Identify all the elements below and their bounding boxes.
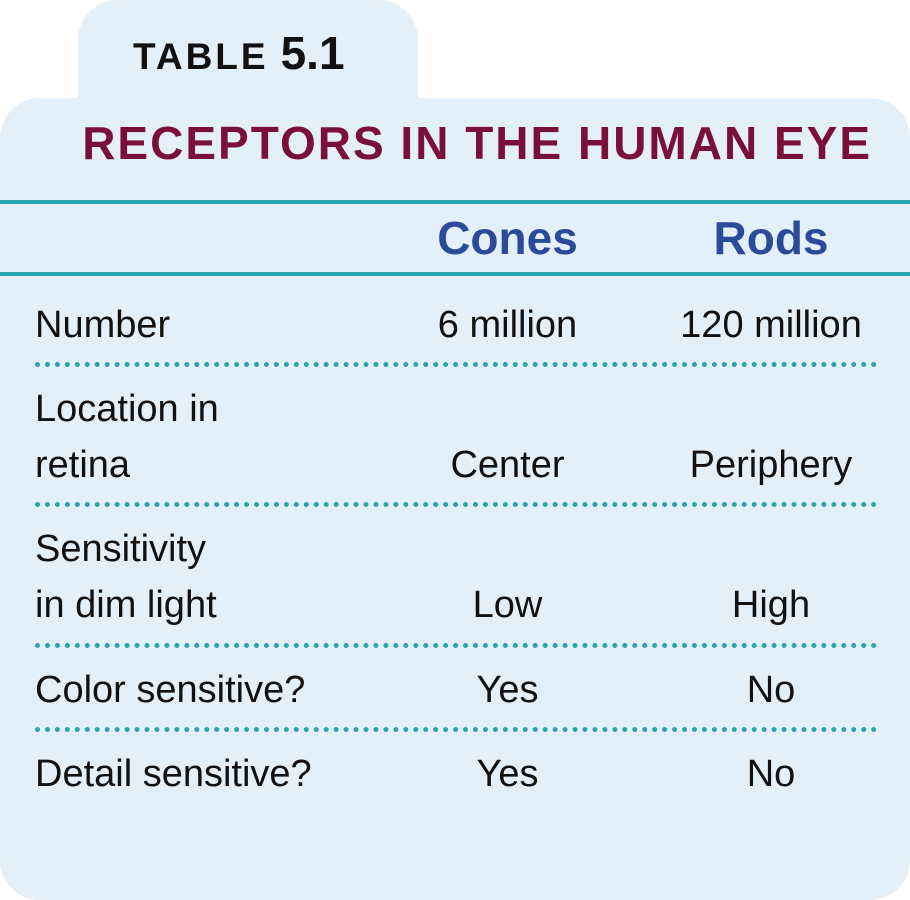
row-divider: [35, 727, 877, 732]
row-label: Color sensitive?: [35, 669, 306, 711]
row-label: Detail sensitive?: [35, 753, 312, 795]
cones-value: Yes: [476, 753, 539, 795]
cones-value: Yes: [476, 669, 539, 711]
header-rule-bottom: [0, 272, 910, 276]
table-card: [0, 98, 910, 900]
rods-value: No: [746, 669, 796, 711]
table-title: RECEPTORS IN THE HUMAN EYE: [82, 117, 872, 169]
cones-value: Center: [450, 444, 565, 486]
rods-value: High: [731, 584, 811, 626]
row-divider: [35, 643, 877, 648]
table-word: TABLE: [133, 36, 269, 77]
row-label: Number: [35, 304, 171, 346]
column-header-cones: Cones: [437, 212, 578, 264]
table-number: 5.1: [280, 27, 345, 79]
column-header-rods: Rods: [713, 212, 829, 264]
row-label-line1: Sensitivity: [35, 528, 207, 570]
table-number-label: TABLE 5.1: [133, 26, 345, 79]
header-rule-top: [0, 200, 910, 204]
rods-value: 120 million: [680, 304, 862, 346]
row-label-line2: retina: [35, 444, 131, 486]
row-divider: [35, 502, 877, 507]
row-divider: [35, 362, 877, 367]
rods-value: No: [746, 753, 796, 795]
rods-value: Periphery: [689, 444, 853, 486]
row-label-line2: in dim light: [35, 584, 217, 626]
cones-value: 6 million: [437, 304, 578, 346]
cones-value: Low: [472, 584, 543, 626]
row-label-line1: Location in: [35, 388, 219, 430]
